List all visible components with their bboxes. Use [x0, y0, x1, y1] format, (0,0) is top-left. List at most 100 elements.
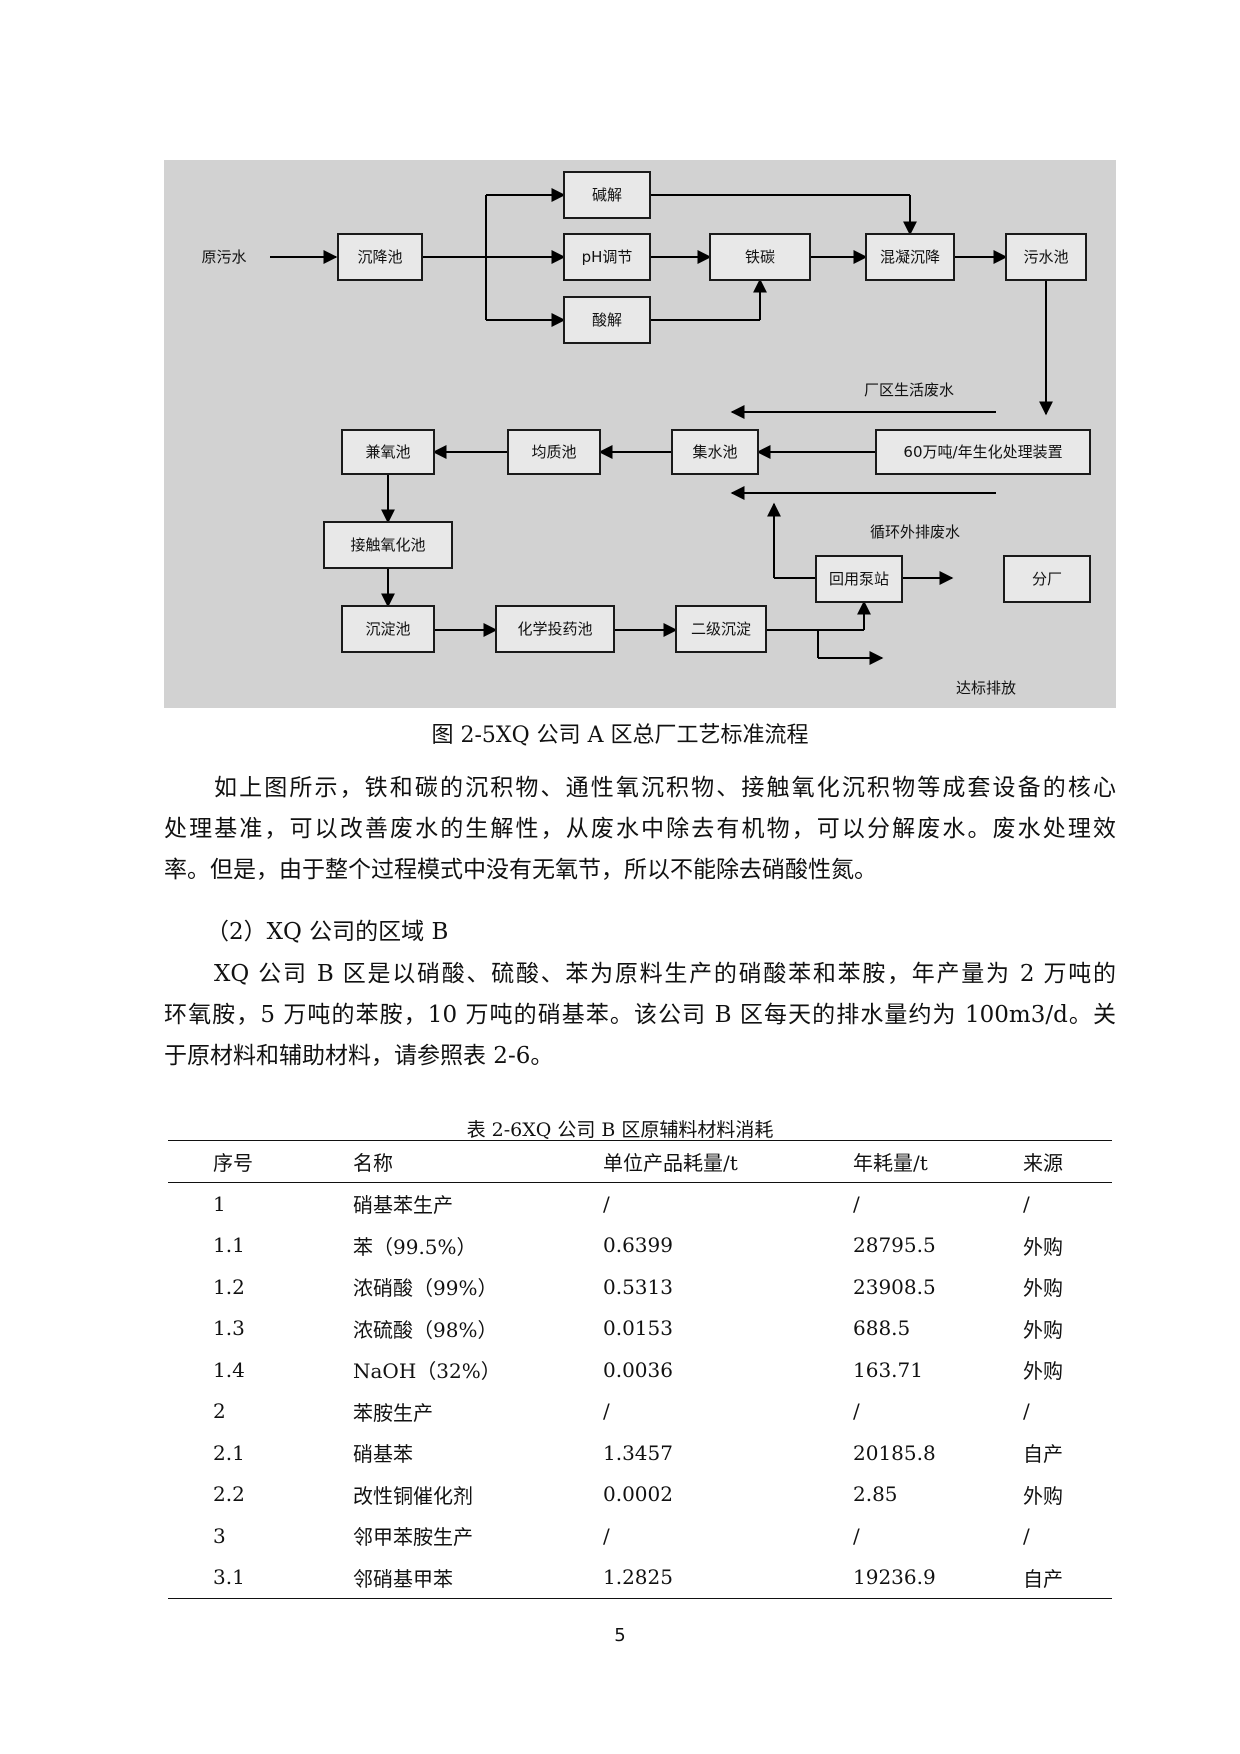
header-unit-consumption: 单位产品耗量/t [603, 1140, 853, 1183]
facultative-tank-box [341, 429, 435, 475]
table-row: 1.3 浓硫酸（98%） 0.0153 688.5 外购 [168, 1308, 1112, 1350]
alkali-hydrolysis-label: 碱解 [592, 186, 622, 204]
section-heading: （2）XQ 公司的区域 B [206, 919, 449, 945]
contact-oxidation-box [323, 521, 453, 569]
paragraph-line: 处理基准，可以改善废水的生解性，从废水中除去有机物，可以分解废水。废水处理效 [164, 816, 1116, 842]
secondary-settling-box [675, 605, 767, 653]
process-flowchart: 原污水 沉降池 碱解 pH调节 酸解 铁碳 混凝沉降 污水池 60万吨/年生化处… [164, 160, 1116, 708]
cell-index: 2 [213, 1399, 226, 1424]
chemical-dosing-label: 化学投药池 [517, 620, 592, 638]
cell-unit-consumption: 0.0002 [603, 1482, 673, 1507]
reuse-pump-station-label: 回用泵站 [829, 570, 889, 588]
ph-adjust-label: pH调节 [582, 248, 633, 266]
raw-water-label: 原污水 [201, 248, 246, 266]
cell-source: 外购 [1023, 1359, 1063, 1384]
sediment-tank-2-box [341, 605, 435, 653]
cell-index: 1.3 [213, 1316, 245, 1341]
paragraph-line: 环氧胺，5 万吨的苯胺，10 万吨的硝基苯。该公司 B 区每天的排水量约为 10… [164, 1002, 1116, 1028]
cell-index: 3 [213, 1523, 226, 1548]
iron-carbon-label: 铁碳 [745, 248, 775, 266]
table-header-row: 序号 名称 单位产品耗量/t 年耗量/t 来源 [168, 1140, 1112, 1183]
paragraph-region-b: XQ 公司 B 区是以硝酸、硫酸、苯为原料生产的硝酸苯和苯胺，年产量为 2 万吨… [164, 954, 1116, 1077]
cell-source: / [1023, 1191, 1030, 1216]
figure-caption: 图 2-5XQ 公司 A 区总厂工艺标准流程 [431, 723, 809, 748]
domestic-wastewater-label: 厂区生活废水 [864, 381, 954, 399]
branch-plant-label: 分厂 [1032, 570, 1062, 588]
cell-source: 外购 [1023, 1317, 1063, 1342]
cell-name: 苯胺生产 [353, 1400, 433, 1425]
bio-treatment-box [875, 429, 1091, 475]
cell-name: 浓硫酸（98%） [353, 1317, 498, 1342]
coagulation-box [865, 233, 955, 281]
cell-annual-consumption: 688.5 [853, 1316, 911, 1341]
cell-source: 外购 [1023, 1234, 1063, 1259]
cell-index: 1.1 [213, 1233, 245, 1258]
cell-annual-consumption: 2.85 [853, 1482, 898, 1507]
header-index: 序号 [168, 1140, 353, 1183]
cell-unit-consumption: 1.2825 [603, 1556, 853, 1599]
secondary-settling-label: 二级沉淀 [691, 620, 751, 638]
alkali-hydrolysis-box [563, 171, 651, 219]
cell-annual-consumption: 28795.5 [853, 1233, 936, 1258]
paragraph-line: 率。但是，由于整个过程模式中没有无氧节，所以不能除去硝酸性氮。 [164, 857, 877, 883]
reuse-pump-station-box [815, 555, 903, 603]
table-row: 2.2 改性铜催化剂 0.0002 2.85 外购 [168, 1474, 1112, 1516]
cell-source: 自产 [1023, 1442, 1063, 1467]
paragraph-line: 于原材料和辅助材料，请参照表 2-6。 [164, 1043, 554, 1069]
paragraph-line: 如上图所示，铁和碳的沉积物、通性氧沉积物、接触氧化沉积物等成套设备的核心 [214, 775, 1116, 801]
sediment-tank-1-box [337, 233, 423, 281]
collection-tank-label: 集水池 [692, 443, 737, 461]
table-caption: 表 2-6XQ 公司 B 区原辅料材料消耗 [466, 1119, 774, 1141]
header-annual-consumption: 年耗量/t [853, 1140, 1023, 1183]
cell-unit-consumption: 0.0153 [603, 1316, 673, 1341]
materials-table: 序号 名称 单位产品耗量/t 年耗量/t 来源 1 硝基苯生产 / / / 1.1 苯（99… [168, 1140, 1112, 1599]
cell-unit-consumption: 0.0036 [603, 1357, 673, 1382]
cell-annual-consumption: 20185.8 [853, 1440, 936, 1465]
cell-source: 外购 [1023, 1483, 1063, 1508]
cell-unit-consumption: 1.3457 [603, 1440, 673, 1465]
sediment-tank-2-label: 沉淀池 [365, 620, 410, 638]
cell-name: 硝基苯生产 [353, 1193, 453, 1218]
cell-source: / [1023, 1523, 1030, 1548]
acid-hydrolysis-label: 酸解 [592, 311, 622, 329]
cell-unit-consumption: 0.5313 [603, 1274, 673, 1299]
cell-annual-consumption: / [853, 1191, 860, 1216]
coagulation-label: 混凝沉降 [880, 248, 940, 266]
cell-name: 改性铜催化剂 [353, 1483, 473, 1508]
branch-plant-box [1003, 555, 1091, 603]
bio-treatment-label: 60万吨/年生化处理装置 [903, 443, 1062, 461]
cell-index: 3.1 [168, 1556, 353, 1599]
cell-index: 2.2 [213, 1482, 245, 1507]
cell-index: 1 [213, 1191, 226, 1216]
paragraph-line: XQ 公司 B 区是以硝酸、硫酸、苯为原料生产的硝酸苯和苯胺，年产量为 2 万吨… [214, 961, 1116, 987]
cell-name: NaOH（32%） [353, 1359, 501, 1384]
homogenization-tank-box [507, 429, 601, 475]
iron-carbon-box [709, 233, 811, 281]
facultative-tank-label: 兼氧池 [365, 443, 410, 461]
cell-name: 邻甲苯胺生产 [353, 1525, 473, 1550]
discharge-label: 达标排放 [956, 679, 1016, 697]
cell-source: / [1023, 1399, 1030, 1424]
table-row: 1 硝基苯生产 / / / [168, 1183, 1112, 1225]
cell-unit-consumption: 0.6399 [603, 1233, 673, 1258]
cell-unit-consumption: / [603, 1191, 610, 1216]
header-name: 名称 [353, 1140, 603, 1183]
cell-annual-consumption: 23908.5 [853, 1274, 936, 1299]
contact-oxidation-label: 接触氧化池 [350, 536, 425, 554]
acid-hydrolysis-box [563, 296, 651, 344]
cell-annual-consumption: / [853, 1523, 860, 1548]
cell-source: 自产 [1023, 1556, 1112, 1599]
chemical-dosing-box [495, 605, 615, 653]
page-number: 5 [614, 1625, 626, 1646]
header-source: 来源 [1023, 1140, 1112, 1183]
cell-unit-consumption: / [603, 1523, 610, 1548]
cell-name: 邻硝基甲苯 [353, 1556, 603, 1599]
cell-annual-consumption: 19236.9 [853, 1556, 1023, 1599]
cell-name: 苯（99.5%） [353, 1234, 477, 1259]
cell-source: 外购 [1023, 1276, 1063, 1301]
cell-name: 硝基苯 [353, 1442, 413, 1467]
cell-index: 1.4 [213, 1357, 245, 1382]
